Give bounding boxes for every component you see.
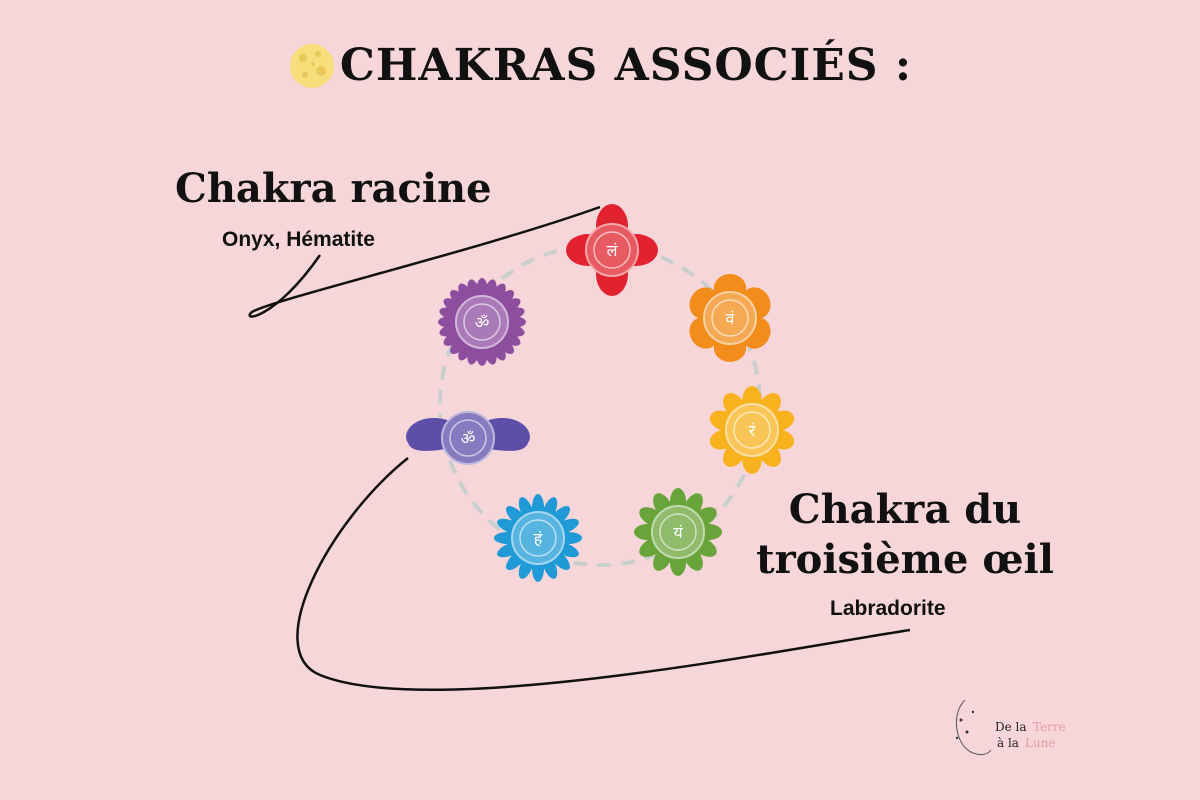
page-title: CHAKRAS ASSOCIÉS : [339,40,913,91]
third-eye-connector-line [296,457,911,692]
logo-text-de-la: De la [995,720,1027,734]
chakra-throat-icon: हं [494,494,582,582]
chakra-crown-symbol: ॐ [475,313,490,332]
logo-text-terre: Terre [1033,720,1066,734]
chakra-throat-symbol: हं [534,529,543,548]
chakra-root-icon: लं [566,204,658,296]
logo-text-lune: Lune [1025,736,1056,750]
page-title-row: CHAKRAS ASSOCIÉS : [0,40,1200,91]
chakra-sacral-icon: वं [689,274,771,362]
full-moon-icon [289,43,334,88]
chakra-crown-icon: ॐ [438,278,526,366]
chakra-sacral-symbol: वं [726,309,736,328]
chakra-solar-plexus-icon: रं [709,386,795,474]
third-eye-title-line2: troisième œil [756,536,1054,583]
third-eye-chakra-stones: Labradorite [830,597,946,620]
chakra-heart-symbol: यं [673,523,683,542]
chakra-solar-plexus-symbol: रं [749,421,756,440]
root-chakra-stones: Onyx, Hématite [222,228,375,251]
brand-logo: De la Terre à la Lune [945,690,1066,770]
chakra-root-symbol: लं [607,241,619,260]
root-chakra-title: Chakra racine [175,165,492,212]
chakra-heart-icon: यं [634,488,722,576]
hand-moon-icon [955,699,992,756]
chakra-third-eye-symbol: ॐ [461,429,476,448]
chakra-third-eye-icon: ॐ [406,411,530,465]
logo-text-a-la: à la [997,736,1019,750]
third-eye-title-line1: Chakra du [788,486,1022,533]
third-eye-chakra-title: Chakra du troisième œil [755,485,1055,585]
root-connector-line [248,205,601,318]
